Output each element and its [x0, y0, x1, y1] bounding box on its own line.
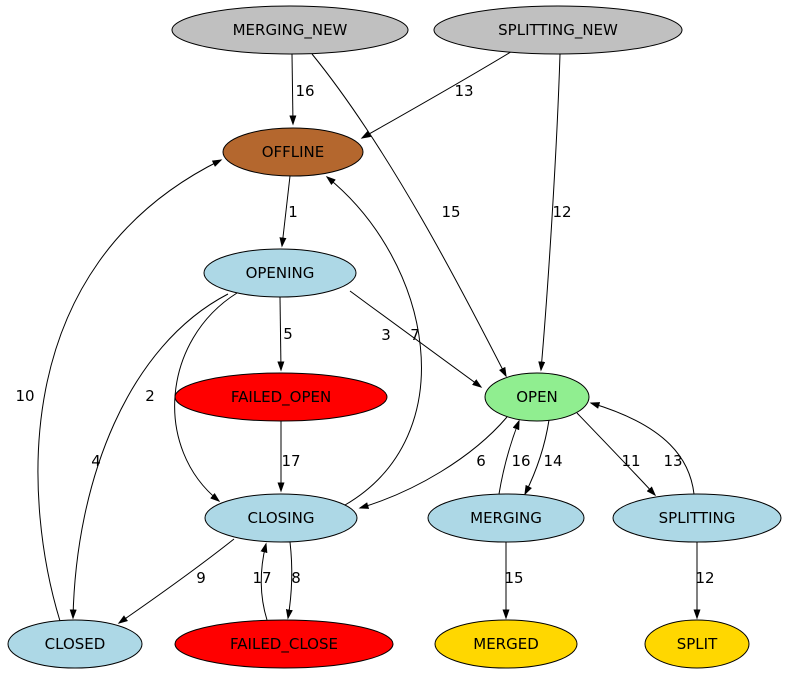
- node-ellipse-split: [644, 619, 750, 669]
- edge-splitting-open: [589, 402, 695, 495]
- edge-label-splitting_new-open: 12: [552, 203, 571, 221]
- edge-label-merging-open: 16: [511, 452, 530, 470]
- edge-merging-open: [498, 419, 520, 495]
- node-merging: MERGING: [427, 493, 585, 543]
- edges-layer: [37, 49, 701, 624]
- edge-open-merging: [524, 419, 550, 496]
- edge-opening-closed: [69, 293, 229, 620]
- node-ellipse-splitting: [612, 493, 782, 543]
- edge-label-merging-merged: 15: [504, 569, 523, 587]
- node-offline: OFFLINE: [222, 127, 364, 177]
- node-closed: CLOSED: [7, 619, 143, 669]
- edge-merging_new-open: [311, 53, 507, 378]
- node-ellipse-merging: [427, 493, 585, 543]
- node-splitting_new: SPLITTING_NEW: [433, 5, 683, 55]
- edge-merging_new-offline: [289, 53, 297, 126]
- edge-label-merging_new-offline: 16: [295, 82, 314, 100]
- node-label-split: SPLIT: [677, 635, 718, 653]
- edge-open-closing: [358, 416, 508, 509]
- edge-label-splitting_new-offline: 13: [454, 82, 473, 100]
- node-ellipse-closing: [204, 493, 358, 543]
- node-ellipse-merged: [434, 619, 578, 669]
- node-label-merging_new: MERGING_NEW: [233, 21, 348, 40]
- edge-closing-offline: [325, 176, 422, 506]
- node-ellipse-failed_close: [174, 619, 394, 669]
- node-ellipse-offline: [222, 127, 364, 177]
- node-ellipse-merging_new: [171, 5, 409, 55]
- edge-label-closed-offline: 10: [15, 387, 34, 405]
- edge-open-splitting: [576, 412, 657, 497]
- node-failed_open: FAILED_OPEN: [174, 372, 388, 422]
- edge-label-splitting-open: 13: [663, 452, 682, 470]
- node-ellipse-closed: [7, 619, 143, 669]
- edge-opening-open: [349, 290, 483, 388]
- edge-label-failed_close-closing: 17: [252, 569, 271, 587]
- node-label-failed_close: FAILED_CLOSE: [230, 635, 338, 654]
- node-ellipse-splitting_new: [433, 5, 683, 55]
- node-ellipse-opening: [203, 248, 357, 298]
- edge-label-closing-offline: 7: [410, 326, 420, 344]
- edge-label-closing-closed: 9: [196, 569, 206, 587]
- node-label-merged: MERGED: [473, 635, 539, 653]
- edge-label-splitting-split: 12: [695, 569, 714, 587]
- node-label-splitting_new: SPLITTING_NEW: [498, 21, 618, 40]
- node-split: SPLIT: [644, 619, 750, 669]
- node-merging_new: MERGING_NEW: [171, 5, 409, 55]
- node-label-offline: OFFLINE: [262, 143, 325, 161]
- node-label-closed: CLOSED: [45, 635, 106, 653]
- node-closing: CLOSING: [204, 493, 358, 543]
- edge-label-open-merging: 14: [543, 452, 562, 470]
- node-open: OPEN: [484, 372, 590, 422]
- node-label-closing: CLOSING: [248, 509, 315, 527]
- edge-splitting_new-open: [538, 53, 561, 372]
- node-merged: MERGED: [434, 619, 578, 669]
- node-ellipse-failed_open: [174, 372, 388, 422]
- node-ellipse-open: [484, 372, 590, 422]
- edge-label-open-closing: 6: [476, 452, 486, 470]
- node-failed_close: FAILED_CLOSE: [174, 619, 394, 669]
- edge-label-closing-failed_close: 8: [291, 569, 301, 587]
- node-splitting: SPLITTING: [612, 493, 782, 543]
- edge-label-offline-opening: 1: [288, 203, 298, 221]
- edge-label-opening-closing: 2: [145, 387, 155, 405]
- edge-closing-failed_close: [285, 541, 293, 620]
- node-label-open: OPEN: [516, 388, 558, 406]
- edge-closing-closed: [117, 538, 235, 624]
- node-label-merging: MERGING: [470, 509, 542, 527]
- node-opening: OPENING: [203, 248, 357, 298]
- nodes-layer: MERGING_NEW SPLITTING_NEW OFFLINE OPENING FA…: [7, 5, 782, 669]
- edge-closed-offline: [37, 159, 223, 622]
- edge-offline-opening: [279, 175, 291, 248]
- edge-label-opening-open: 3: [381, 326, 391, 344]
- edge-label-merging_new-open: 15: [441, 203, 460, 221]
- edge-failed_close-closing: [260, 542, 268, 621]
- node-label-failed_open: FAILED_OPEN: [231, 388, 331, 407]
- node-label-splitting: SPLITTING: [659, 509, 736, 527]
- edge-splitting_new-offline: [360, 49, 515, 139]
- node-label-opening: OPENING: [246, 264, 315, 282]
- edge-label-opening-closed: 4: [91, 452, 101, 470]
- edge-label-opening-failed_open: 5: [283, 325, 293, 343]
- edge-label-failed_open-closing: 17: [281, 452, 300, 470]
- edge-label-open-splitting: 11: [621, 452, 640, 470]
- edge-opening-failed_open: [277, 296, 285, 372]
